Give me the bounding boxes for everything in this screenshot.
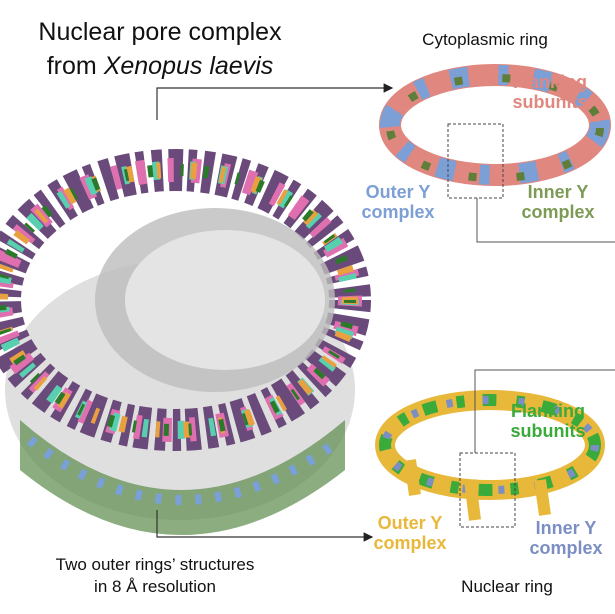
cytoplasmic-ring-model xyxy=(379,64,611,186)
title-line-1: Nuclear pore complex xyxy=(38,18,282,46)
title-line-2: from Xenopus laevis xyxy=(0,52,320,81)
caption-line-1: Two outer rings’ structures xyxy=(55,555,255,574)
nuclear-pore-complex-model xyxy=(0,149,371,535)
detail-line-cytoplasmic xyxy=(476,198,615,243)
label-line: Flanking xyxy=(510,401,585,421)
label-line: complex xyxy=(361,202,435,222)
cytoplasmic-ring-heading: Cytoplasmic ring xyxy=(422,30,548,49)
species-name: Xenopus laevis xyxy=(103,52,274,80)
label-line: Outer Y xyxy=(377,513,443,533)
connector-cytoplasmic xyxy=(156,83,394,120)
label-line: complex xyxy=(373,533,447,553)
detail-line-nuclear xyxy=(474,369,615,453)
detail-box-nuclear xyxy=(459,452,516,528)
label-line: complex xyxy=(529,538,603,558)
connector-nuclear xyxy=(156,510,374,542)
label-line: Outer Y xyxy=(365,182,431,202)
nuclear-ring-model xyxy=(375,390,605,521)
nuclear-ring-heading: Nuclear ring xyxy=(461,577,553,596)
detail-box-cytoplasmic xyxy=(447,123,504,199)
label-line: Flanking xyxy=(512,72,587,92)
label-line: Inner Y xyxy=(527,182,589,202)
label-line: complex xyxy=(521,202,595,222)
caption-line-2: in 8 Å resolution xyxy=(94,577,216,596)
label-line: subunits xyxy=(512,92,588,112)
label-line: subunits xyxy=(510,421,586,441)
label-line: Inner Y xyxy=(535,518,597,538)
title-prefix: from xyxy=(46,52,104,80)
